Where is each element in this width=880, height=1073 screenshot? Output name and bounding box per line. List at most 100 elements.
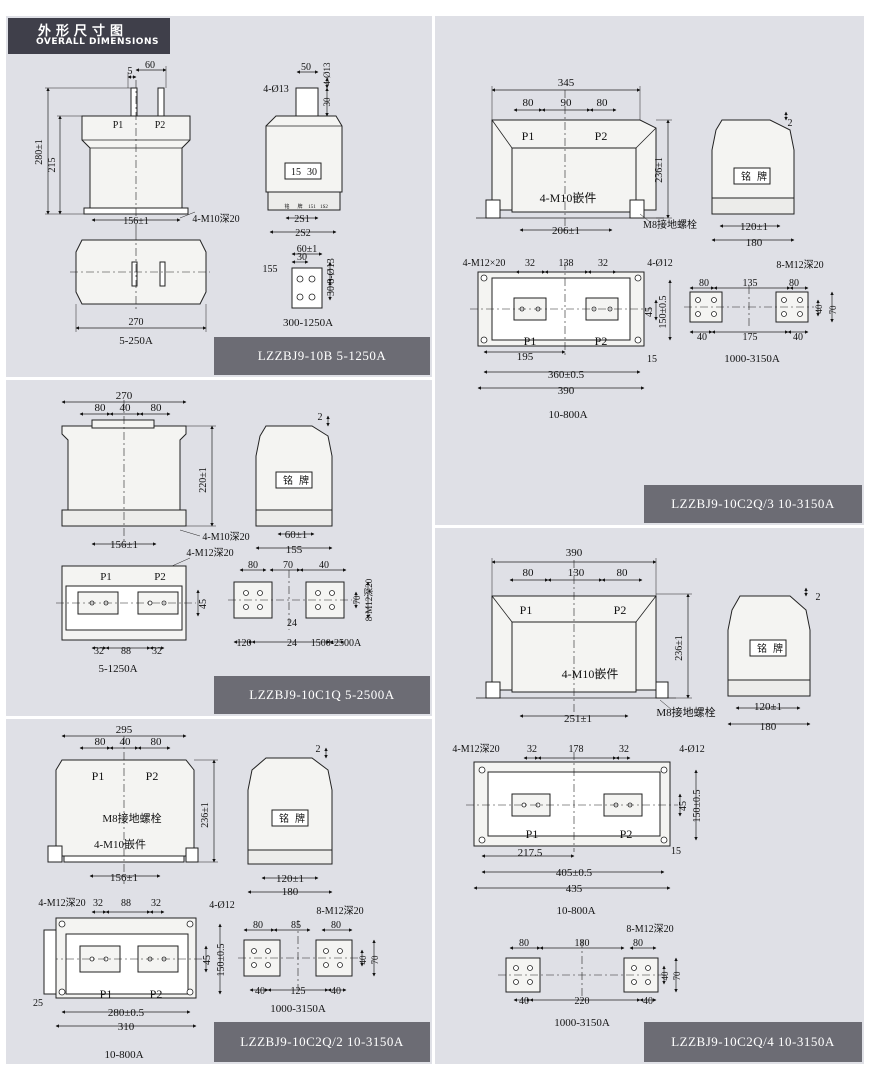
- dimension-label: 4-Ø13: [322, 62, 332, 85]
- dimension-label: 310: [118, 1021, 135, 1033]
- dimension-label: 80: [523, 97, 535, 109]
- bolt-hole: [296, 275, 304, 283]
- dimension-label: 10-800A: [556, 905, 595, 917]
- dimension-label: 1000-3150A: [724, 353, 780, 365]
- dimension-label: 70: [828, 305, 838, 315]
- dimension-label: 178: [569, 744, 584, 755]
- bolt-hole: [711, 297, 717, 303]
- dimension-label: M8接地螺栓: [656, 705, 715, 719]
- dimension-label: P2: [620, 827, 633, 841]
- dimension-label: 180: [575, 938, 590, 949]
- bolt-hole: [251, 948, 257, 954]
- dimension-label: 1000-3150A: [270, 1003, 326, 1015]
- ground-bolt: [485, 681, 501, 699]
- dimension-label: 40: [331, 986, 341, 997]
- dimension-label: 80: [699, 278, 709, 289]
- bolt-hole: [513, 965, 519, 971]
- dimension-label: 45: [198, 599, 209, 609]
- bolt-hole: [645, 979, 651, 985]
- dimension-label: 220±1: [198, 467, 209, 493]
- dimension-label: 1500-2500A: [311, 638, 362, 649]
- model-label-p4: LZZBJ9-10C2Q/2 10-3150A: [214, 1022, 430, 1062]
- bolt-hole: [257, 604, 263, 610]
- dimension-label: 32: [598, 258, 608, 269]
- dimension-label: 40: [793, 332, 803, 343]
- bolt-hole: [58, 920, 66, 928]
- dimension-label: 217.5: [518, 847, 543, 859]
- body-outline: [711, 119, 795, 209]
- dimension-label: 80: [617, 567, 629, 579]
- dimension-label: 155: [286, 544, 303, 556]
- ground-bolt: [47, 845, 63, 863]
- dimension-label: 85: [291, 920, 301, 931]
- dimension-label: 4-Ø13: [263, 84, 289, 95]
- dimension-label: 175: [743, 332, 758, 343]
- dimension-label: 30: [322, 97, 332, 107]
- dimension-label: 120±1: [754, 701, 782, 713]
- dimension-label: 150±0.5: [216, 944, 227, 977]
- dimension-label: 32: [527, 744, 537, 755]
- dimension-label: 45: [202, 955, 213, 965]
- bolt-hole: [711, 311, 717, 317]
- secondary-terminal-box: [247, 849, 333, 865]
- dimension-label: 70: [370, 955, 380, 965]
- dimension-label: 牌: [757, 170, 767, 183]
- dimension-label: 90: [561, 97, 573, 109]
- slot: [159, 261, 166, 287]
- dimension-label: 牌: [299, 474, 309, 487]
- header-title-cn: 外形尺寸图: [38, 24, 129, 39]
- nameplate: [271, 809, 309, 827]
- dimension-label: 151: [308, 205, 316, 210]
- dimension-label: 88: [121, 646, 131, 657]
- dimension-label: P2: [150, 987, 163, 1001]
- terminal-block: [295, 87, 319, 117]
- dimension-label: 2: [816, 592, 821, 603]
- bolt-hole: [186, 988, 194, 996]
- dimension-label: 345: [558, 77, 575, 89]
- dimension-label: 195: [517, 351, 534, 363]
- dimension-label: 120: [237, 638, 252, 649]
- dimension-label: 270: [116, 390, 133, 402]
- model-label-p1: LZZBJ9-10B 5-1250A: [214, 337, 430, 375]
- dimension-label: 5-250A: [119, 335, 153, 347]
- dimension-label: 40: [519, 996, 529, 1007]
- dimension-label: 10-800A: [548, 409, 587, 421]
- dimension-label: 80: [95, 402, 107, 414]
- bolt-hole: [478, 836, 486, 844]
- model-label-p5: LZZBJ9-10C2Q/4 10-3150A: [644, 1022, 862, 1062]
- dimension-label: P1: [113, 120, 124, 131]
- bolt-hole: [695, 297, 701, 303]
- bolt-hole: [251, 962, 257, 968]
- bolt-hole: [781, 311, 787, 317]
- divider-left-2: [6, 716, 433, 719]
- bolt-hole: [480, 336, 488, 344]
- dimension-label: 4-M12深20: [38, 897, 85, 909]
- dimension-label: P2: [155, 120, 166, 131]
- bolt-hole: [296, 293, 304, 301]
- dimension-label: 40: [697, 332, 707, 343]
- terminal-post: [157, 87, 165, 117]
- dimension-label: 390: [558, 385, 575, 397]
- dimension-label: 280±0.5: [108, 1007, 145, 1019]
- dimension-label: 220: [575, 996, 590, 1007]
- body-outline: [265, 115, 343, 193]
- dimension-label: 25: [33, 998, 43, 1009]
- dimension-label: P1: [522, 129, 535, 143]
- dimension-label: 138: [559, 258, 574, 269]
- dimension-label: 牌: [295, 812, 305, 825]
- bolt-hole: [308, 275, 316, 283]
- dimension-label: 5-1250A: [98, 663, 137, 675]
- dimension-label: 4-M10嵌件: [562, 667, 619, 681]
- dimension-label: 45: [644, 307, 655, 317]
- bolt-hole: [329, 604, 335, 610]
- bolt-hole: [265, 948, 271, 954]
- secondary-terminal-box: [711, 197, 795, 215]
- dimension-label: 135: [743, 278, 758, 289]
- bolt-hole: [243, 590, 249, 596]
- dimension-label: 88: [121, 898, 131, 909]
- bolt-hole: [645, 965, 651, 971]
- dimension-label: P2: [595, 129, 608, 143]
- dimension-label: 80: [248, 560, 258, 571]
- dimension-label: 156±1: [110, 872, 138, 884]
- dimension-label: 4-M12深20: [186, 547, 233, 559]
